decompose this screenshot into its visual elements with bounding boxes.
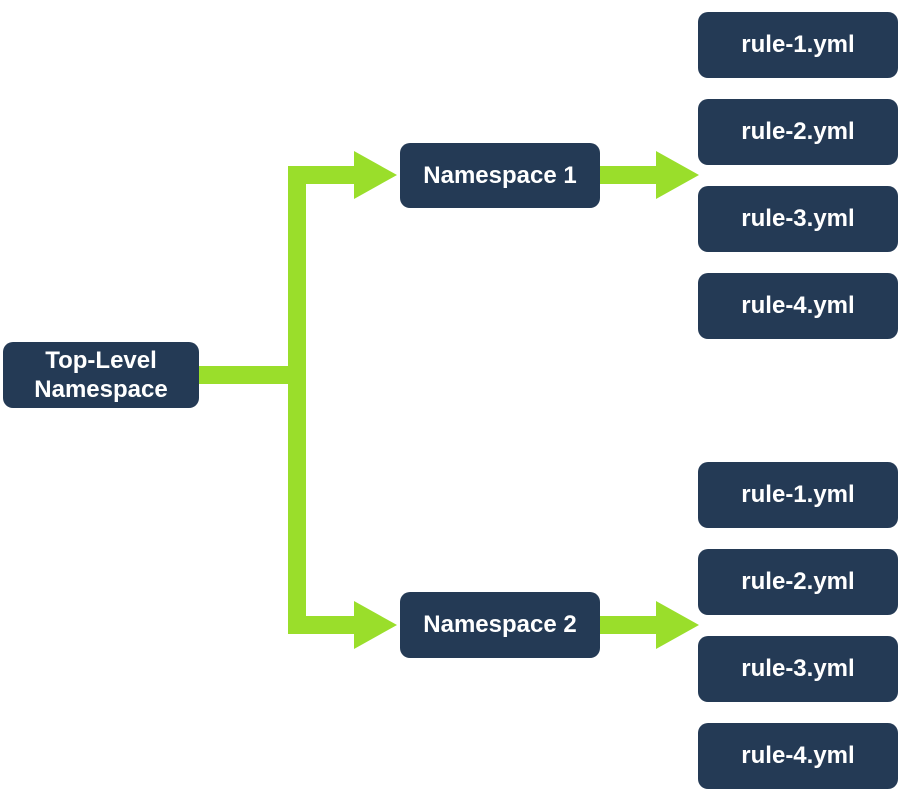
namespace-2-node: Namespace 2 [400, 592, 600, 658]
rule-file-label: rule-3.yml [741, 205, 855, 233]
connector-namespace-1-to-rules [600, 166, 658, 184]
connector-trunk-line [288, 166, 306, 634]
rule-file-label: rule-4.yml [741, 292, 855, 320]
namespace-2-label: Namespace 2 [423, 611, 577, 639]
connector-root-to-trunk [199, 366, 306, 384]
arrowhead-to-namespace-1-rules-icon [656, 151, 699, 199]
rule-file-label: rule-2.yml [741, 568, 855, 596]
rule-file-label: rule-3.yml [741, 655, 855, 683]
connector-namespace-2-to-rules [600, 616, 658, 634]
top-level-namespace-label: Top-Level Namespace [34, 346, 168, 403]
connector-trunk-to-namespace-2 [288, 616, 354, 634]
namespace-1-rule-file-node: rule-3.yml [698, 186, 898, 252]
namespace-2-rule-file-node: rule-2.yml [698, 549, 898, 615]
rule-file-label: rule-2.yml [741, 118, 855, 146]
namespace-1-node: Namespace 1 [400, 143, 600, 208]
namespace-1-rule-file-node: rule-1.yml [698, 12, 898, 78]
arrowhead-to-namespace-2-rules-icon [656, 601, 699, 649]
connector-trunk-to-namespace-1 [288, 166, 354, 184]
top-level-namespace-node: Top-Level Namespace [3, 342, 199, 408]
rule-file-label: rule-1.yml [741, 31, 855, 59]
arrowhead-to-namespace-2-icon [354, 601, 397, 649]
namespace-2-rule-file-node: rule-3.yml [698, 636, 898, 702]
arrowhead-to-namespace-1-icon [354, 151, 397, 199]
namespace-1-rule-file-node: rule-4.yml [698, 273, 898, 339]
namespace-1-label: Namespace 1 [423, 161, 577, 189]
namespace-1-rule-file-node: rule-2.yml [698, 99, 898, 165]
rule-file-label: rule-1.yml [741, 481, 855, 509]
namespace-2-rule-file-node: rule-4.yml [698, 723, 898, 789]
namespace-2-rule-file-node: rule-1.yml [698, 462, 898, 528]
rule-file-label: rule-4.yml [741, 742, 855, 770]
